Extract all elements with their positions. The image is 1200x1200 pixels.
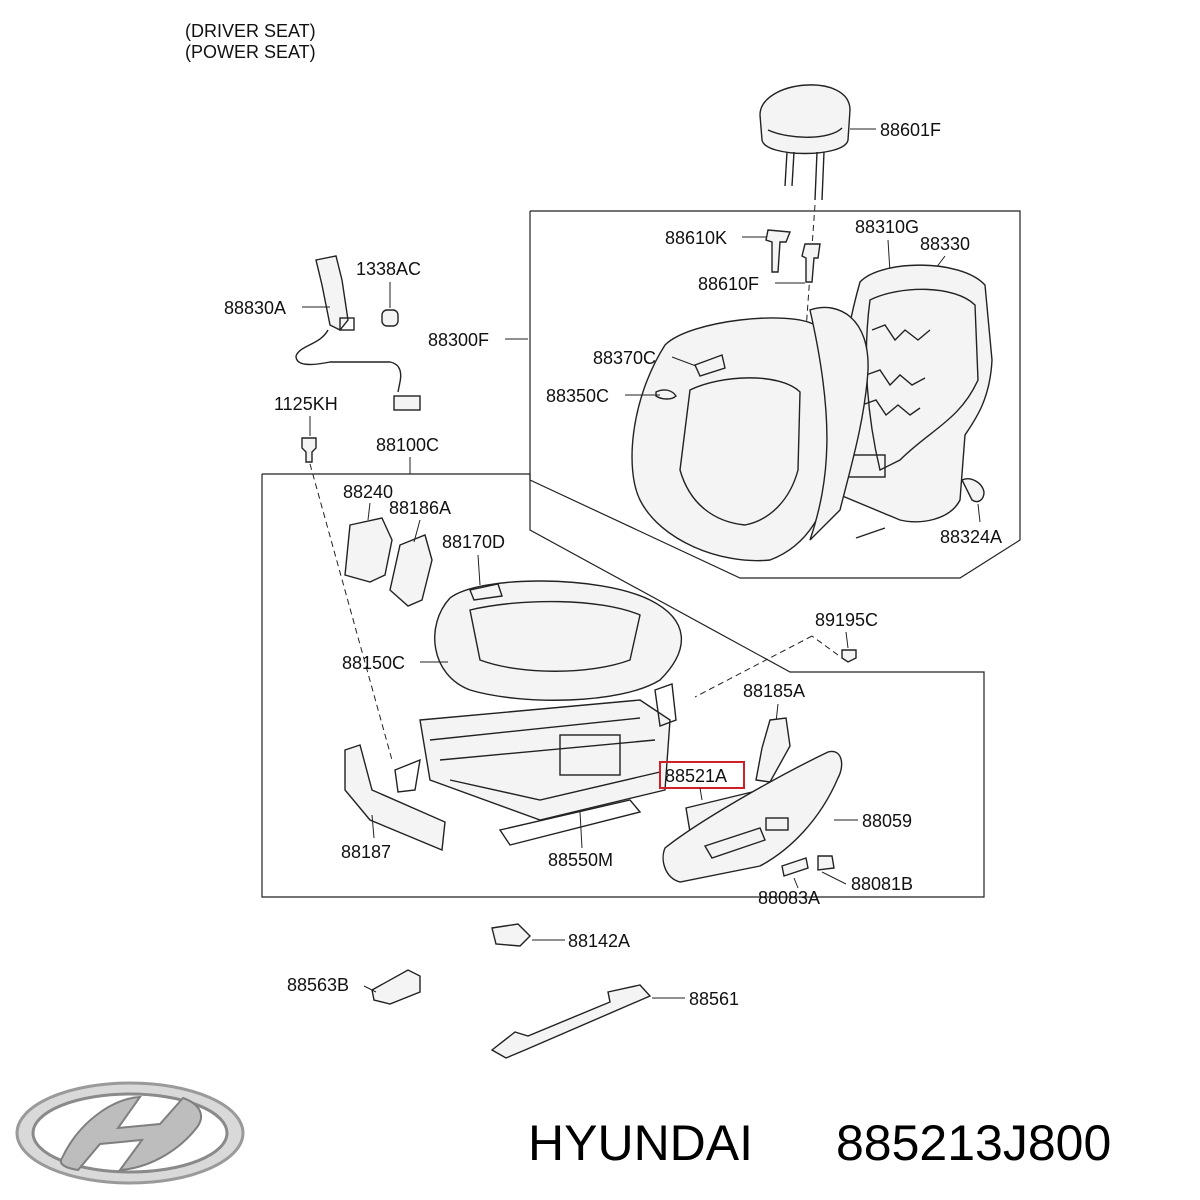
label-88550M: 88550M	[548, 850, 613, 870]
label-88330: 88330	[920, 234, 970, 254]
seat-track-part	[394, 683, 677, 846]
label-88187: 88187	[341, 842, 391, 862]
headrest-guide-parts	[765, 229, 821, 283]
label-88083A: 88083A	[758, 888, 820, 908]
rail-cover-part-88561	[490, 984, 652, 1059]
label-1125KH: 1125KH	[274, 394, 338, 414]
label-88601F: 88601F	[880, 120, 941, 140]
label-88310G: 88310G	[855, 217, 919, 237]
side-cover-parts	[344, 517, 433, 607]
knob-part-a	[781, 857, 809, 877]
belt-buckle-part	[295, 255, 421, 411]
highlight-box-88521A	[659, 761, 745, 789]
label-88059: 88059	[862, 811, 912, 831]
label-88150C: 88150C	[342, 653, 405, 673]
label-88324A: 88324A	[940, 527, 1002, 547]
label-88561: 88561	[689, 989, 739, 1009]
cover-part-88563B	[371, 969, 421, 1005]
label-88170D: 88170D	[442, 532, 505, 552]
label-88186A: 88186A	[389, 498, 451, 518]
label-88081B: 88081B	[851, 874, 913, 894]
label-88610K: 88610K	[665, 228, 727, 248]
label-88300F: 88300F	[428, 330, 489, 350]
cushion-assembly-box	[261, 473, 985, 898]
part-number: 885213J800	[836, 1115, 1111, 1171]
bracket-part	[755, 717, 791, 783]
label-88142A: 88142A	[568, 931, 630, 951]
seatback-cover-part	[631, 306, 869, 562]
seat-cushion-part	[434, 580, 683, 701]
side-trim-part	[344, 744, 446, 852]
bolt-part	[301, 437, 317, 463]
header-power-seat: (POWER SEAT)	[185, 42, 316, 62]
brand-name: HYUNDAI	[528, 1115, 753, 1171]
label-88240: 88240	[343, 482, 393, 502]
headrest-part	[759, 84, 851, 201]
label-88563B: 88563B	[287, 975, 349, 995]
label-88370C: 88370C	[593, 348, 656, 368]
label-88521A: 88521A	[665, 766, 727, 786]
label-88350C: 88350C	[546, 386, 609, 406]
side-shield-part	[662, 750, 843, 883]
label-88830A: 88830A	[224, 298, 286, 318]
label-88610F: 88610F	[698, 274, 759, 294]
screw-part	[841, 649, 857, 663]
clip-part-88142A	[491, 923, 531, 947]
header-driver-seat: (DRIVER SEAT)	[185, 21, 316, 41]
label-88185A: 88185A	[743, 681, 805, 701]
label-88100C: 88100C	[376, 435, 439, 455]
label-89195C: 89195C	[815, 610, 878, 630]
recline-knob-part	[961, 478, 985, 503]
knob-part-b	[817, 855, 835, 871]
hyundai-logo-icon	[15, 1081, 245, 1185]
label-1338AC: 1338AC	[356, 259, 421, 279]
